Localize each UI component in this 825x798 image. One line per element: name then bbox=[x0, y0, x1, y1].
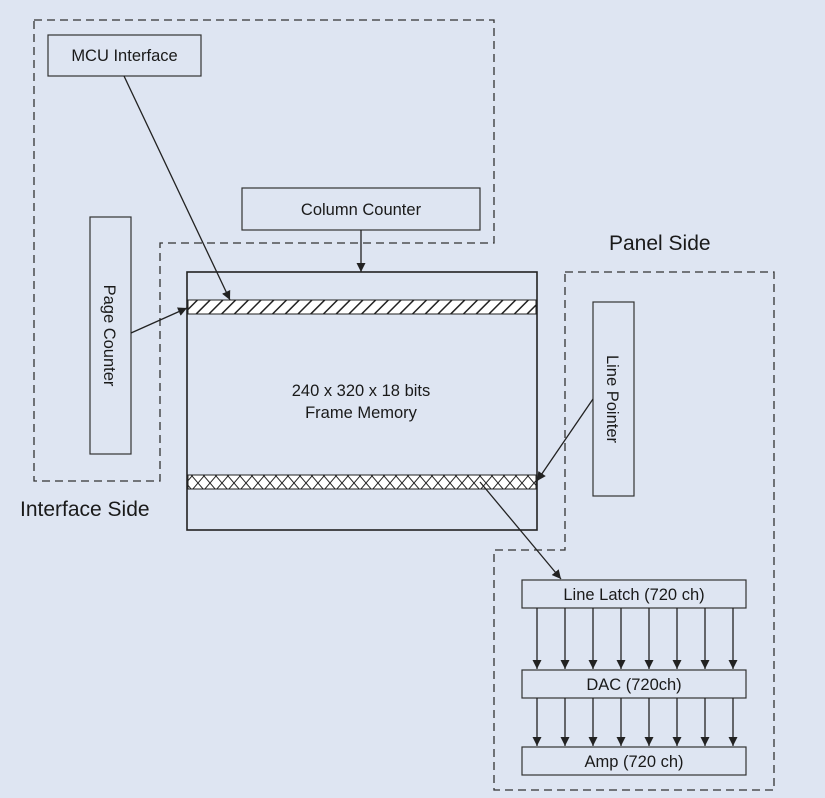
page-counter-label: Page Counter bbox=[100, 285, 118, 387]
line-pointer-to-read-line-arrow bbox=[536, 398, 594, 482]
amp-block bbox=[521, 746, 747, 776]
page-counter-to-write-line-arrow bbox=[130, 307, 188, 334]
line-latch-block bbox=[521, 579, 747, 609]
line-pointer-label: Line Pointer bbox=[603, 355, 621, 444]
frame-memory-name-label: Frame Memory bbox=[305, 404, 418, 422]
mcu-to-write-line-arrow bbox=[123, 75, 231, 301]
interface-side-label: Interface Side bbox=[20, 498, 150, 521]
column-counter-block bbox=[241, 187, 481, 231]
dac-block bbox=[521, 669, 747, 699]
page-counter-block bbox=[89, 216, 132, 455]
read-line-to-line-latch-arrow bbox=[479, 481, 562, 580]
interface-side-region bbox=[33, 19, 495, 482]
line-latch-label: Line Latch (720 ch) bbox=[563, 586, 704, 604]
mcu-interface-block bbox=[47, 34, 202, 77]
write-line-stripe bbox=[187, 299, 537, 315]
amp-label: Amp (720 ch) bbox=[584, 753, 683, 771]
mcu-interface-label: MCU Interface bbox=[71, 47, 177, 65]
column-counter-label: Column Counter bbox=[301, 201, 422, 219]
panel-side-region bbox=[493, 271, 775, 791]
dac-to-amp-bus bbox=[532, 698, 738, 746]
read-line-stripe bbox=[187, 474, 537, 490]
dac-label: DAC (720ch) bbox=[586, 676, 681, 694]
latch-to-dac-bus bbox=[532, 608, 738, 669]
frame-memory-size-label: 240 x 320 x 18 bits bbox=[292, 382, 431, 400]
panel-side-label: Panel Side bbox=[609, 232, 711, 255]
